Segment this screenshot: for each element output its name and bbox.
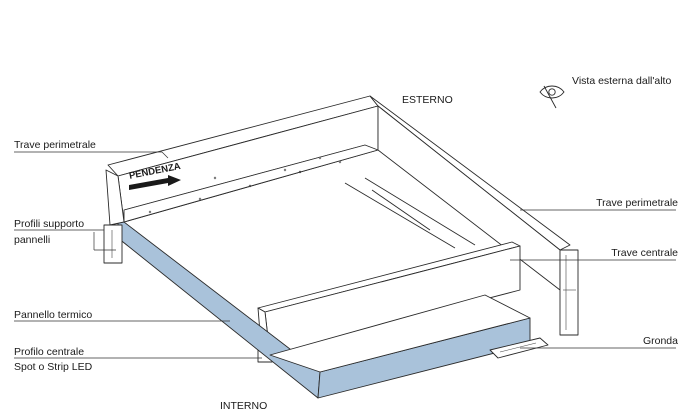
label-pannello-termico: Pannello termico (14, 309, 93, 321)
inner-rails (344, 177, 476, 249)
label-gronda: Gronda (642, 335, 678, 347)
label-esterno: ESTERNO (402, 94, 453, 106)
label-profilo-centrale-line2: Spot o Strip LED (14, 361, 93, 373)
label-trave-perimetrale-left: Trave perimetrale (14, 139, 96, 151)
label-trave-perimetrale-right: Trave perimetrale (596, 197, 678, 209)
thermal-panel (117, 221, 531, 399)
leader-lines (14, 151, 676, 359)
label-interno: INTERNO (220, 400, 268, 412)
left-beam-end (103, 169, 125, 264)
gutter (489, 337, 549, 359)
label-profili-supporto-line1: Profili supporto (14, 218, 85, 230)
label-profilo-centrale-line1: Profilo centrale (14, 346, 85, 358)
slope-arrow (129, 175, 181, 190)
label-profili-supporto-line2: pannelli (14, 234, 51, 246)
label-vista-esterna: Vista esterna dall'alto (572, 75, 672, 87)
label-trave-centrale: Trave centrale (611, 247, 678, 259)
back-perimeter-beam (107, 95, 379, 223)
eye-icon (539, 85, 565, 109)
